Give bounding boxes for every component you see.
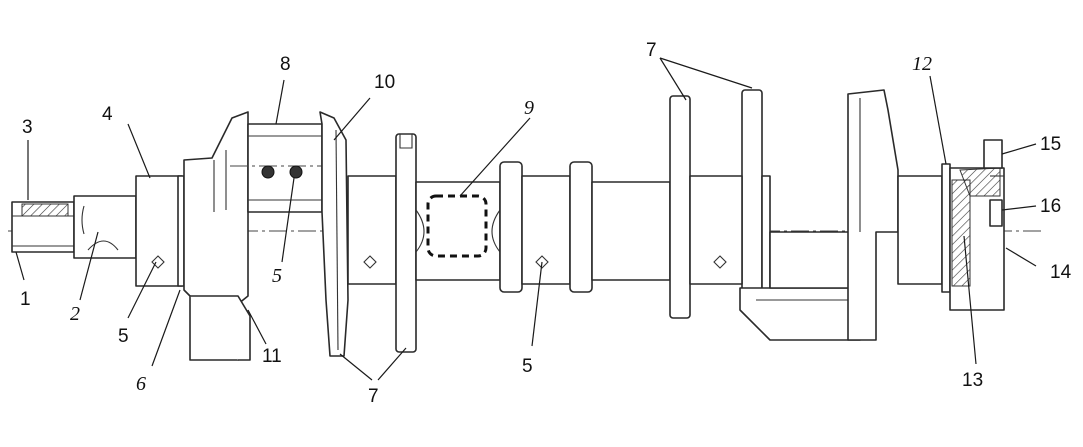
leader-lines	[15, 57, 1037, 381]
front-main-journal	[135, 175, 185, 287]
crank-web-rear	[739, 175, 861, 341]
crank-web-1	[183, 111, 251, 361]
center-main-journal	[499, 161, 593, 293]
label-15: 15	[1040, 134, 1061, 155]
journal-5	[689, 175, 743, 285]
label-9: 9	[524, 97, 534, 119]
label-16: 16	[1040, 196, 1061, 217]
key-journal	[73, 195, 137, 259]
label-3: 3	[22, 117, 33, 138]
label-4: 4	[102, 104, 113, 125]
label-14: 14	[1050, 262, 1072, 283]
label-1: 1	[20, 289, 31, 310]
label-5-center: 5	[522, 356, 533, 377]
crankpin-8	[230, 123, 340, 213]
main-journal-2	[347, 175, 397, 285]
crank-web-rear-upper	[847, 89, 899, 341]
label-12: 12	[912, 53, 932, 75]
label-7-top: 7	[646, 40, 657, 61]
label-7-bottom: 7	[368, 386, 379, 407]
label-8: 8	[280, 54, 291, 75]
crank-web-2	[319, 111, 349, 357]
disc-pair-upper	[669, 89, 763, 319]
label-6: 6	[136, 373, 146, 395]
threaded-nose	[11, 201, 75, 253]
label-5-left: 5	[118, 326, 129, 347]
oil-channel	[426, 194, 488, 258]
rear-flange	[941, 139, 1005, 311]
label-2: 2	[70, 303, 80, 325]
rear-main-journal	[897, 175, 943, 285]
label-5-crankpin: 5	[272, 265, 282, 287]
journal-4	[591, 181, 671, 281]
label-10: 10	[374, 72, 395, 93]
label-11: 11	[262, 346, 282, 367]
label-13: 13	[962, 370, 983, 391]
thin-disc	[395, 133, 417, 353]
